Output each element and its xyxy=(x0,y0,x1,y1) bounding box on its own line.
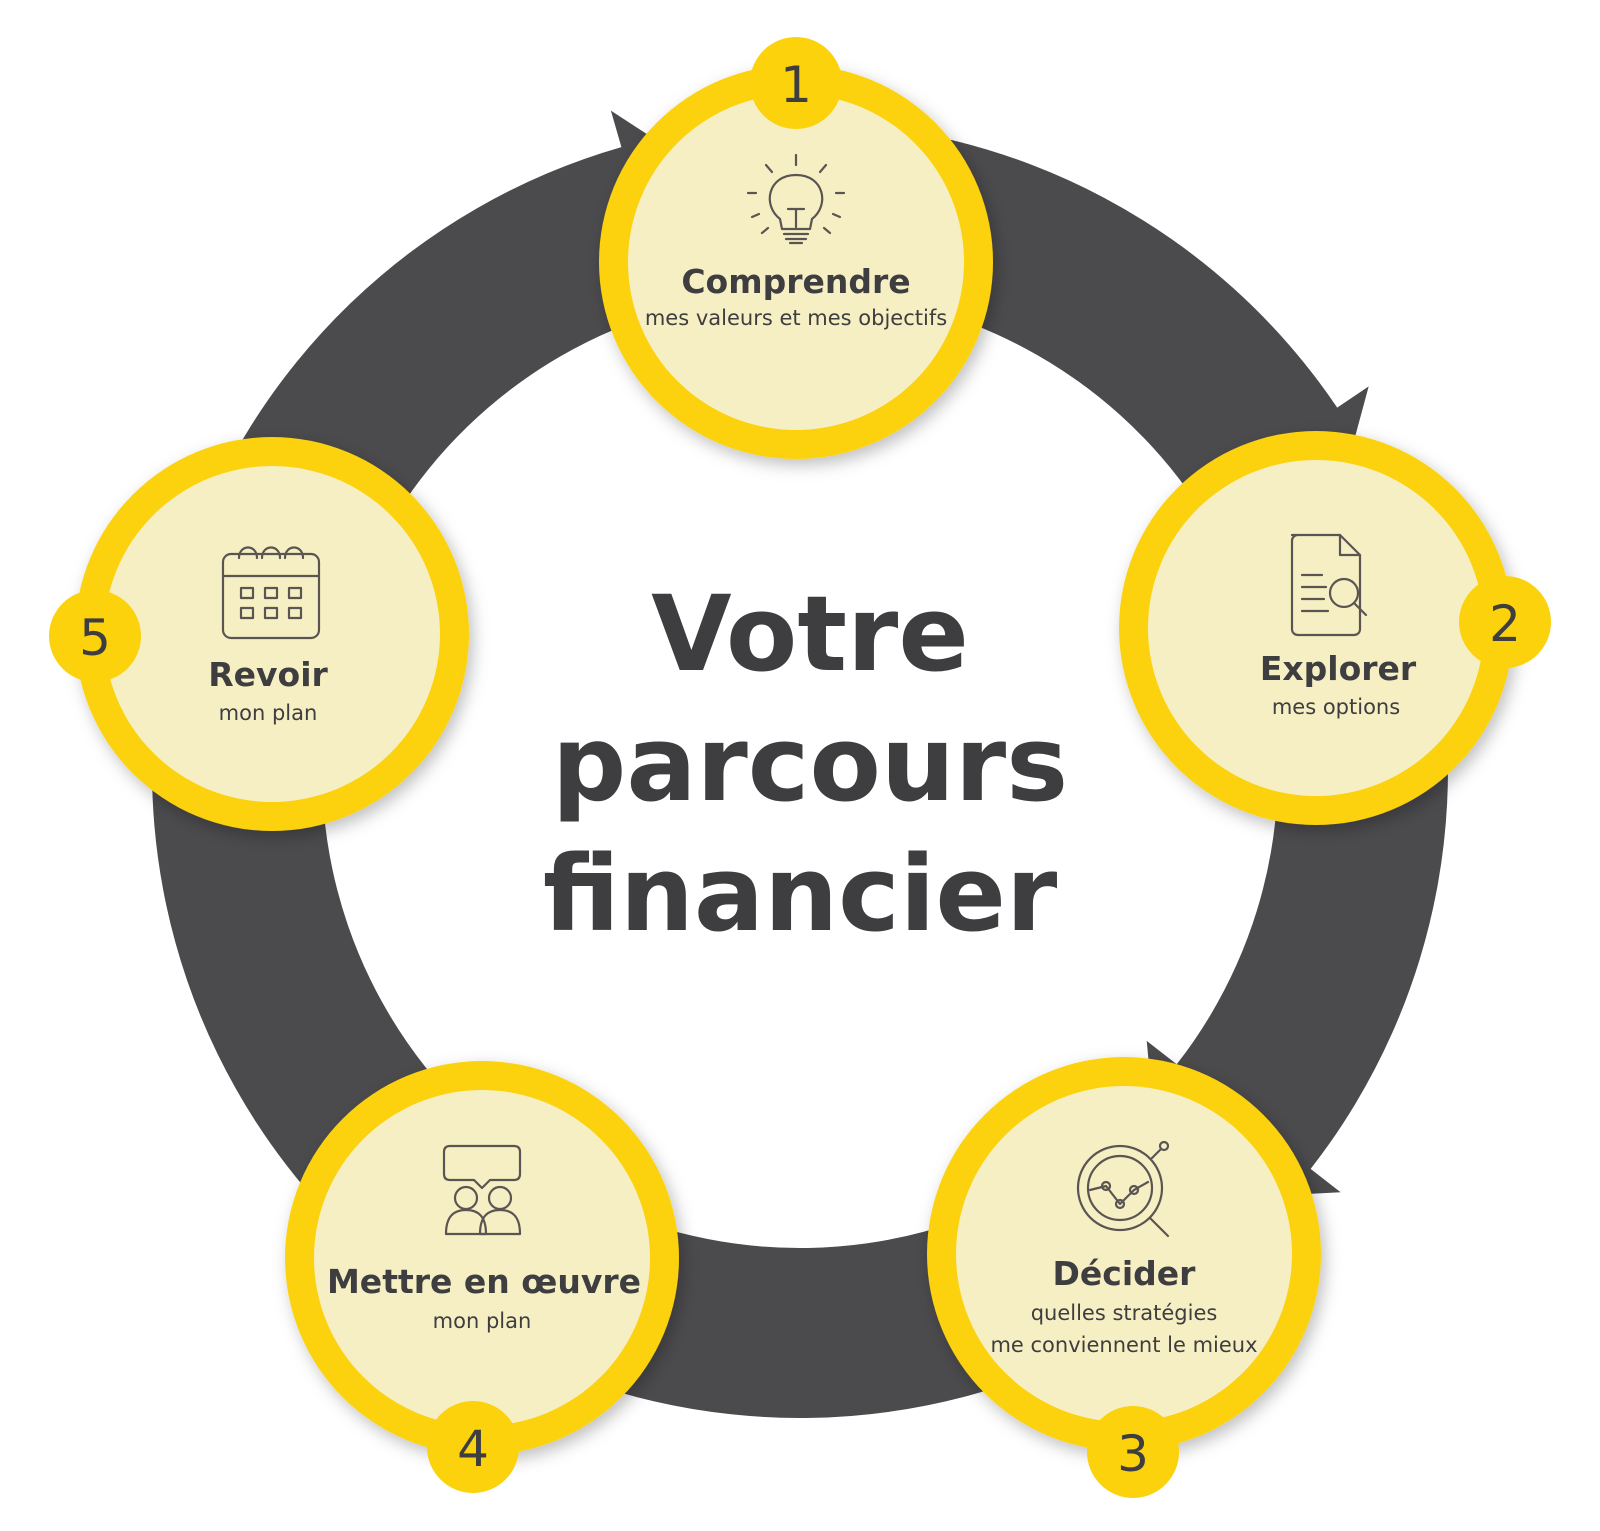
step-inner xyxy=(314,1090,650,1426)
step-title: Décider xyxy=(1053,1254,1197,1293)
step-title: Comprendre xyxy=(681,262,910,301)
step-mettre-en-oeuvre: 4 Mettre en œuvre mon plan xyxy=(285,1061,679,1493)
step-badge xyxy=(49,590,141,682)
document-search-icon xyxy=(1290,533,1368,637)
title-line: parcours xyxy=(552,703,1068,825)
step-explorer: 2 Explorer mes options xyxy=(1119,431,1551,825)
step-subtitle: mon plan xyxy=(433,1309,532,1333)
people-discussion-icon xyxy=(442,1144,522,1236)
step-revoir: 5 Revoir mon plan xyxy=(49,437,469,831)
step-subtitle: mes valeurs et mes objectifs xyxy=(645,306,947,330)
step-title: Mettre en œuvre xyxy=(327,1262,641,1301)
step-title: Revoir xyxy=(208,655,328,694)
step-inner xyxy=(956,1086,1292,1422)
step-inner xyxy=(1148,460,1484,796)
chart-magnifier-icon xyxy=(1076,1140,1170,1238)
step-badge xyxy=(1459,576,1551,668)
step-badge xyxy=(1087,1406,1179,1498)
step-title: Explorer xyxy=(1260,649,1417,688)
step-number: 3 xyxy=(1117,1425,1149,1483)
step-subtitle: mes options xyxy=(1272,695,1400,719)
step-number: 1 xyxy=(780,56,812,114)
step-comprendre: 1 Comprendre mes valeurs et mes objectif… xyxy=(599,37,993,459)
step-badge xyxy=(750,37,842,129)
step-badge xyxy=(427,1401,519,1493)
step-number: 5 xyxy=(79,609,111,667)
step-inner xyxy=(628,94,964,430)
title-line: financier xyxy=(543,833,1057,955)
step-decider: 3 Décider quelles stratégies me convienn… xyxy=(927,1057,1321,1498)
title-line: Votre xyxy=(651,573,969,695)
lightbulb-icon xyxy=(746,153,846,245)
step-number: 4 xyxy=(457,1420,489,1478)
center-title: Votre parcours financier xyxy=(543,573,1068,955)
step-subtitle: mon plan xyxy=(219,701,318,725)
step-subtitle: quelles stratégies xyxy=(1031,1301,1218,1325)
step-subtitle: me conviennent le mieux xyxy=(990,1333,1257,1357)
calendar-icon xyxy=(221,546,321,640)
step-inner xyxy=(104,466,440,802)
step-number: 2 xyxy=(1489,595,1521,653)
